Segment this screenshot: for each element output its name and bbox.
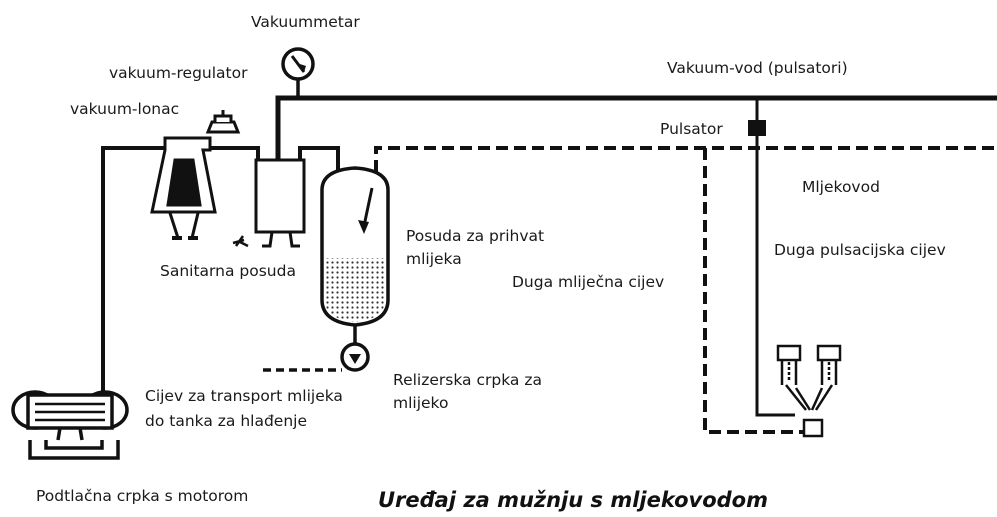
label-posuda-prihvat-line2: mlijeka — [406, 250, 462, 268]
label-vakuummetar: Vakuummetar — [251, 13, 360, 31]
pulsator-icon — [748, 98, 766, 136]
vacuum-regulator-icon — [205, 110, 241, 134]
label-podtlacna-crpka: Podtlačna crpka s motorom — [36, 487, 249, 505]
label-relizerska-line1: Relizerska crpka za — [393, 371, 542, 389]
label-sanitarna-posuda: Sanitarna posuda — [160, 262, 296, 280]
label-duga-mlijecna-cijev: Duga mliječna cijev — [512, 273, 665, 291]
label-duga-pulsacijska-cijev: Duga pulsacijska cijev — [774, 241, 946, 259]
label-vakuum-regulator: vakuum-regulator — [109, 64, 248, 82]
label-vakuum-vod: Vakuum-vod (pulsatori) — [667, 59, 848, 77]
releaser-pump-icon — [340, 342, 370, 372]
label-vakuum-lonac: vakuum-lonac — [70, 100, 180, 118]
label-posuda-prihvat-line1: Posuda za prihvat — [406, 227, 545, 245]
label-relizerska-line2: mlijeko — [393, 394, 449, 412]
label-cijev-transport-line1: Cijev za transport mlijeka — [145, 387, 343, 405]
milk-receiver-icon — [320, 166, 390, 345]
diagram-title: Uređaj za mužnju s mljekovodom — [378, 488, 768, 512]
vacuum-gauge-icon — [281, 47, 315, 98]
long-pulsation-tube — [755, 136, 795, 417]
sanitary-vessel-icon — [232, 158, 306, 248]
milking-cluster-icon — [776, 344, 842, 438]
label-pulsator: Pulsator — [660, 120, 723, 138]
vacuum-pump-motor-icon — [11, 390, 129, 460]
vacuum-vessel-icon — [150, 136, 217, 240]
milk-line — [374, 146, 997, 434]
pump-vacuum-pipe — [101, 146, 340, 398]
label-cijev-transport-line2: do tanka za hlađenje — [145, 412, 308, 430]
label-mljekovod: Mljekovod — [802, 178, 880, 196]
vacuum-line — [275, 95, 997, 160]
